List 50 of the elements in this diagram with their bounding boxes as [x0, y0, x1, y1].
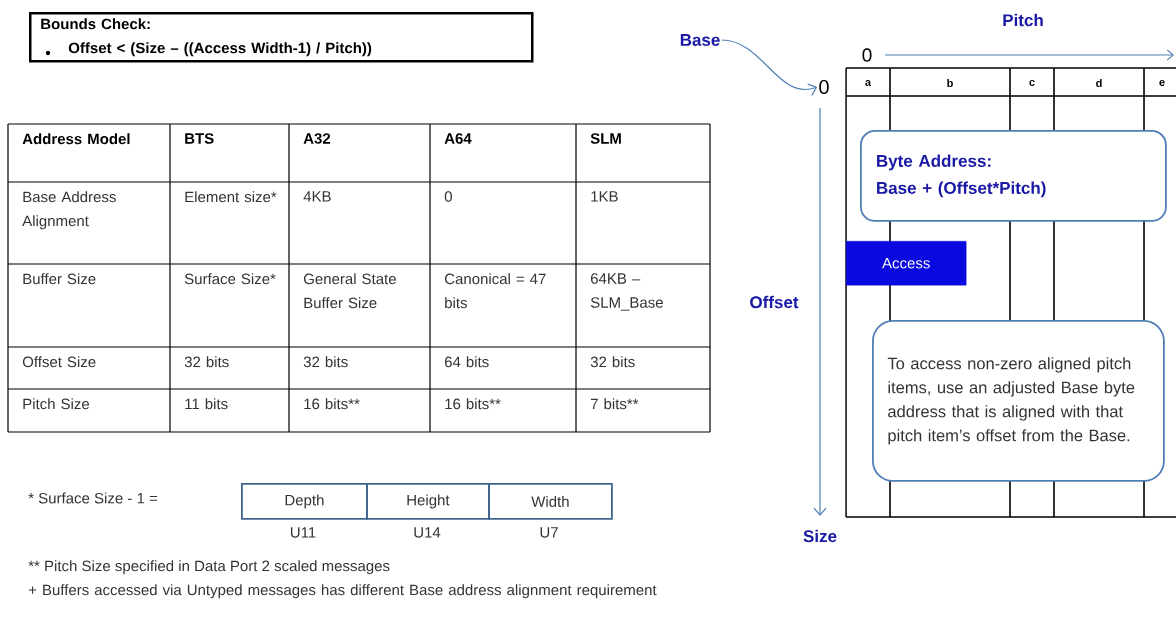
note-box: To access non-zero aligned pitch items, use an adjusted Base byte address that is aligned with that pitch item’s offset from the Base. — [872, 320, 1165, 482]
table-cell-text: BTS — [185, 133, 214, 144]
bounds-check-box: Bounds Check: Offset < (Size – ((Access Width-1) / Pitch)) — [29, 12, 534, 63]
table-cell-text: Pitch Size — [23, 398, 90, 410]
table-cell-text: 0 — [444, 191, 452, 202]
footnote: * Surface Size - 1 = — [28, 492, 158, 504]
table-cell-text: General State Buffer Size — [303, 273, 396, 309]
table-cell-text: Buffer Size — [23, 273, 96, 285]
table-cell-text: 11 bits — [185, 398, 228, 410]
table-cell-text: 4KB — [303, 191, 331, 202]
type-label: U7 — [540, 527, 558, 538]
column-label: b — [947, 78, 953, 88]
axis-label: Size — [803, 529, 837, 543]
table-cell-text: SLM — [590, 133, 621, 144]
table-cell-text: 64KB – SLM_Base — [590, 273, 663, 311]
table-cell-text: 32 bits — [590, 356, 635, 368]
column-label: a — [865, 80, 872, 86]
axis-label: Offset — [747, 293, 801, 311]
table-cell-text: A32 — [303, 133, 331, 144]
column-label: e — [1159, 80, 1165, 86]
table-cell-text: 32 bits — [303, 356, 348, 368]
table-cell-text: 7 bits** — [590, 398, 639, 410]
field-box: Width — [488, 483, 613, 520]
type-label: U14 — [414, 527, 441, 538]
axis-label: 0 — [819, 79, 829, 95]
callout-box: Byte Address: Base + (Offset*Pitch) — [860, 130, 1167, 222]
table-cell-text: Element size* — [185, 191, 277, 203]
field-box: Height — [366, 483, 490, 520]
table-cell-text: Base Address Alignment — [22, 191, 116, 230]
table-cell-text: A64 — [444, 133, 472, 144]
table-cell-text: Address Model — [22, 133, 130, 145]
footnote: ** Pitch Size specified in Data Port 2 scaled messages — [28, 560, 390, 575]
table-cell-text: 16 bits** — [304, 398, 360, 410]
footnote: + Buffers accessed via Untyped messages has different Base address alignment requirement — [28, 584, 657, 599]
table-cell-text: Surface Size* — [184, 273, 276, 285]
field-box: Depth — [241, 483, 368, 520]
axis-label: Base — [680, 34, 720, 46]
table-cell-text: 1KB — [591, 191, 618, 202]
type-label: U11 — [290, 527, 316, 538]
axis-label: Pitch — [1003, 13, 1043, 27]
column-label: d — [1096, 78, 1102, 88]
curved-arrow — [720, 39, 818, 96]
table-cell-text: 32 bits — [184, 356, 229, 368]
axis-label: 0 — [862, 48, 872, 62]
table-cell-text: 64 bits — [444, 356, 489, 368]
column-label: c — [1029, 80, 1035, 86]
table-cell-text: Offset Size — [22, 356, 96, 368]
table-cell-text: 16 bits** — [445, 398, 501, 410]
table-cell-text: Canonical = 47 bits — [444, 273, 546, 309]
access-box: Access — [846, 241, 967, 286]
